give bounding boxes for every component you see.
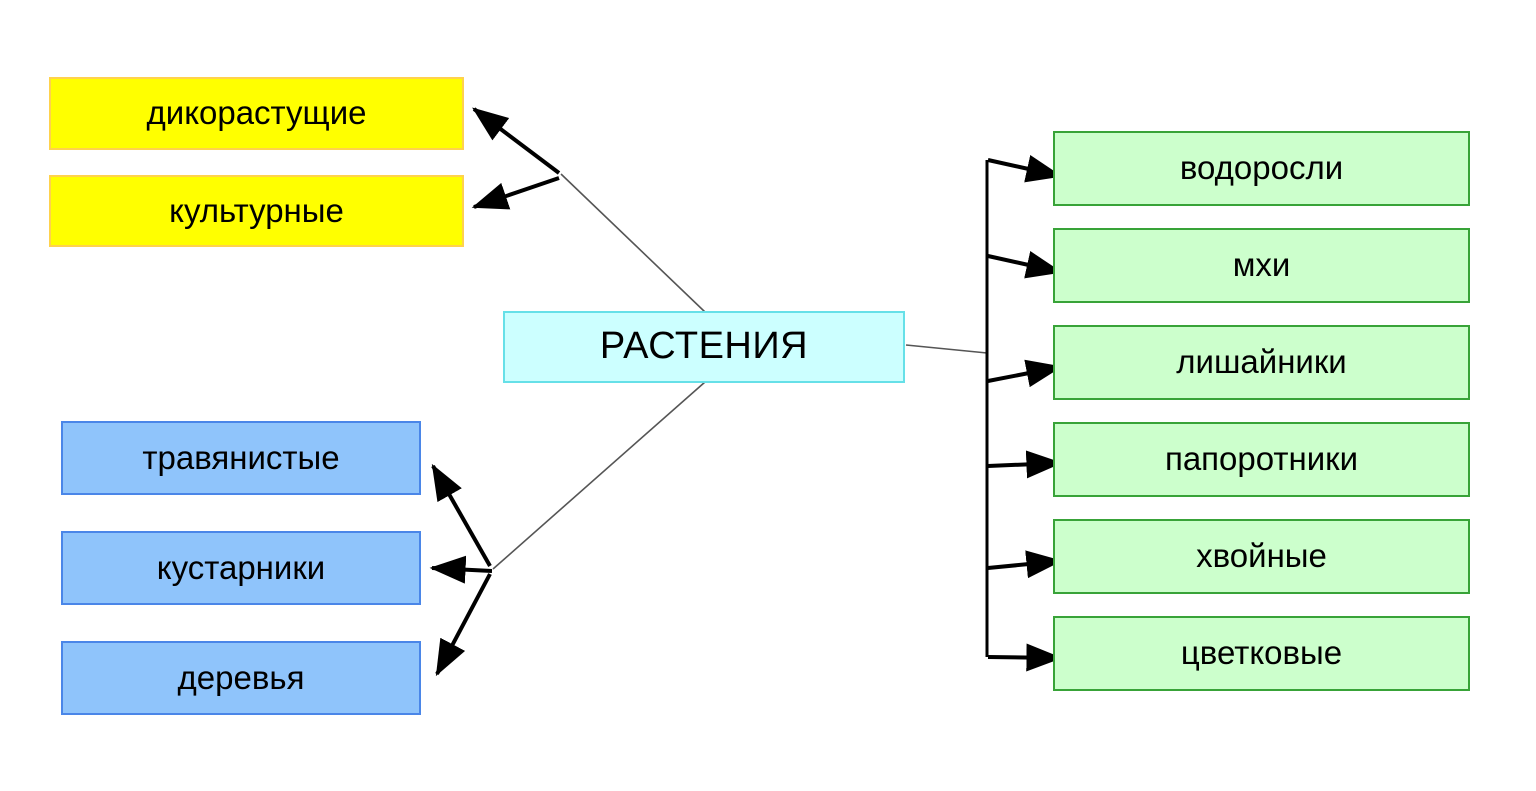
- node-wild[interactable]: дикорастущие: [49, 77, 464, 150]
- node-conifers-label: хвойные: [1196, 537, 1327, 575]
- connector-root-to-taxa-trunk: [905, 344, 988, 354]
- connector-to-node-shrubs: [429, 555, 493, 584]
- connector-to-node-herbaceous: [431, 463, 492, 567]
- connector-to-node-mosses: [987, 251, 1063, 279]
- node-ferns[interactable]: папоротники: [1053, 422, 1470, 497]
- node-conifers[interactable]: хвойные: [1053, 519, 1470, 594]
- connector-root-to-lifeform-junction: [492, 381, 706, 570]
- connector-to-node-ferns: [987, 450, 1063, 479]
- connector-to-node-cultivated: [471, 176, 560, 210]
- connector-to-node-trees: [435, 573, 492, 677]
- connector-to-node-lichens: [987, 359, 1063, 388]
- node-ferns-label: папоротники: [1164, 440, 1359, 478]
- node-flowering[interactable]: цветковые: [1053, 616, 1470, 691]
- connector-to-node-algae: [987, 155, 1063, 183]
- node-cultivated[interactable]: культурные: [49, 175, 464, 247]
- node-herbaceous-label: травянистые: [142, 438, 340, 476]
- node-mosses-label: мхи: [1232, 246, 1291, 284]
- node-herbaceous[interactable]: травянистые: [61, 421, 421, 495]
- node-algae-label: водоросли: [1179, 149, 1344, 187]
- node-algae[interactable]: водоросли: [1053, 131, 1470, 206]
- connector-to-node-flowering: [987, 643, 1063, 672]
- node-shrubs[interactable]: кустарники: [61, 531, 421, 605]
- node-trees-label: деревья: [177, 658, 305, 696]
- node-wild-label: дикорастущие: [146, 94, 367, 132]
- node-lichens-label: лишайники: [1176, 343, 1347, 381]
- node-plants-root-label: РАСТЕНИЯ: [599, 325, 809, 368]
- node-trees[interactable]: деревья: [61, 641, 421, 715]
- connector-to-node-conifers: [987, 550, 1063, 579]
- node-plants-root[interactable]: РАСТЕНИЯ: [503, 311, 905, 383]
- connector-to-node-wild: [472, 107, 561, 175]
- node-cultivated-label: культурные: [169, 191, 344, 229]
- connector-root-to-origin-junction: [560, 173, 706, 313]
- node-lichens[interactable]: лишайники: [1053, 325, 1470, 400]
- node-mosses[interactable]: мхи: [1053, 228, 1470, 303]
- node-flowering-label: цветковые: [1180, 634, 1343, 672]
- node-shrubs-label: кустарники: [156, 548, 326, 586]
